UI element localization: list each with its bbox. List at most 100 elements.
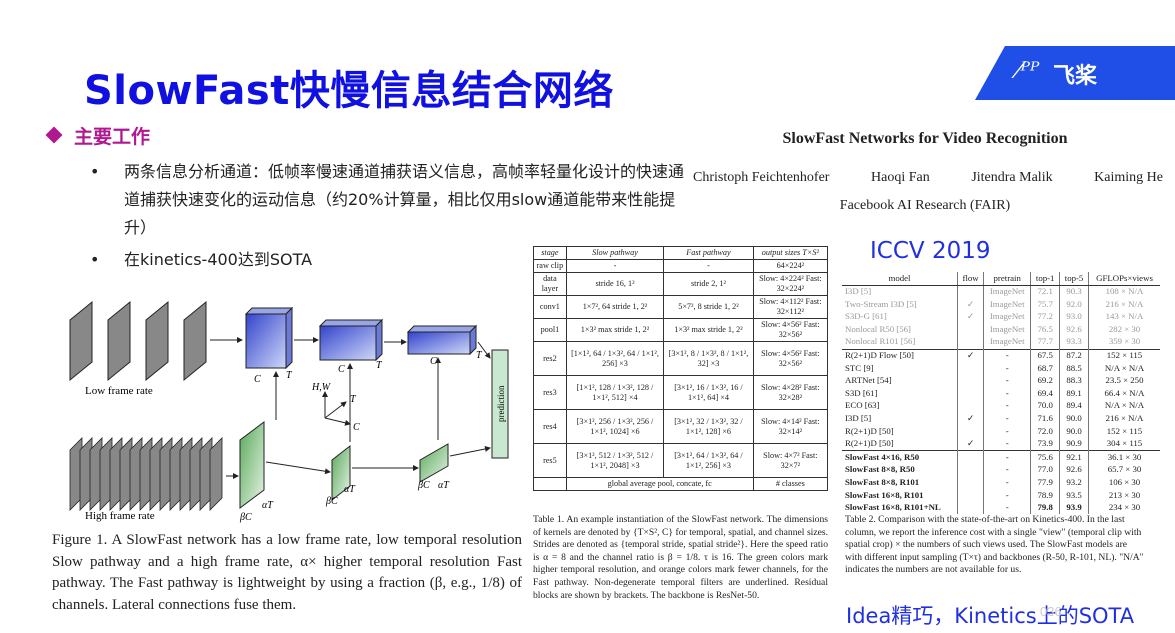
paddle-logo-icon: ⁄ᴾᴾ — [1017, 59, 1040, 84]
table-cell: 90.9 — [1059, 437, 1089, 451]
table2: model flow pretrain top-1 top-5 GFLOPs×v… — [842, 272, 1160, 515]
svg-text:αT: αT — [262, 500, 274, 511]
table-cell: - — [983, 437, 1031, 451]
table-cell — [957, 323, 984, 336]
figure1-caption: Figure 1. A SlowFast network has a low f… — [52, 532, 522, 613]
table1-header: Fast pathway — [663, 246, 754, 260]
diamond-bullet-icon — [45, 126, 63, 144]
table-cell: 79.8 — [1030, 501, 1060, 515]
page-title: SlowFast快慢信息结合网络 — [84, 68, 614, 114]
table-cell — [957, 285, 984, 299]
table-cell: ✓ — [957, 412, 984, 426]
fast-pathway-blocks — [239, 421, 449, 509]
watermark: 036 — [1040, 604, 1062, 619]
table-cell: 71.6 — [1030, 412, 1060, 426]
table-cell: Nonlocal R101 [56] — [845, 336, 916, 347]
table1: stage Slow pathway Fast pathway output s… — [533, 246, 829, 491]
table-cell: 77.9 — [1030, 476, 1060, 490]
table-cell: 69.4 — [1030, 387, 1060, 400]
table-cell: 66.4 × N/A — [1087, 387, 1160, 400]
table-cell: ImageNet — [983, 335, 1031, 350]
svg-text:βC: βC — [325, 496, 338, 507]
table-cell: 89.1 — [1059, 387, 1089, 400]
table-row: res5[3×1², 512 / 1×3², 512 / 1×1², 2048]… — [533, 443, 829, 478]
table-cell: 92.6 — [1059, 463, 1089, 477]
table2-header: flow — [957, 272, 984, 286]
table-cell: 90.0 — [1059, 425, 1089, 438]
venue-label: ICCV 2019 — [870, 238, 991, 264]
table-cell: R(2+1)D [50] — [845, 438, 894, 449]
svg-text:βC: βC — [417, 480, 430, 491]
table-cell: 72.0 — [1030, 425, 1060, 438]
table-cell: 67.5 — [1030, 348, 1060, 363]
prediction-label: prediction — [496, 385, 506, 422]
table2-header: model — [842, 272, 958, 286]
table2-header: pretrain — [983, 272, 1031, 286]
table-cell: 70.0 — [1030, 399, 1060, 413]
table-cell: S3D [61] — [845, 387, 878, 398]
table-row: global average pool, concate, fc# classe… — [533, 477, 829, 491]
table-cell: 216 × N/A — [1087, 412, 1160, 426]
table-cell: 36.1 × 30 — [1087, 450, 1160, 464]
table-cell: - — [983, 399, 1031, 413]
table-cell: 359 × 30 — [1087, 335, 1160, 350]
table-row: raw clip--64×224² — [533, 259, 829, 273]
logo-text: 飞桨 — [1053, 64, 1098, 89]
table-cell: 90.0 — [1059, 412, 1089, 426]
svg-text:T: T — [286, 370, 293, 381]
slowfast-diagram: Low frame rate High frame rate predicti — [69, 300, 509, 523]
table-cell: 73.9 — [1030, 437, 1060, 451]
table-cell: 143 × N/A — [1087, 310, 1160, 324]
table-cell: - — [983, 425, 1031, 438]
table-cell — [957, 399, 984, 413]
table-cell: - — [983, 374, 1031, 388]
svg-text:C: C — [353, 422, 360, 433]
table-cell: - — [983, 463, 1031, 477]
table-cell: 92.6 — [1059, 323, 1089, 336]
table1-header: output sizes T×S² — [752, 246, 829, 260]
table-cell — [957, 501, 984, 515]
author: Kaiming He — [1094, 170, 1163, 185]
paper-affiliation: Facebook AI Research (FAIR) — [839, 198, 1011, 213]
table-cell: STC [9] — [845, 362, 874, 373]
table-cell: 77.2 — [1030, 310, 1060, 324]
table-cell: 152 × 115 — [1087, 425, 1160, 438]
table-cell: 93.0 — [1059, 310, 1089, 324]
table-cell: 304 × 115 — [1087, 437, 1160, 451]
table-cell: - — [983, 412, 1031, 426]
table-cell: ✓ — [957, 298, 984, 311]
table2-header: top-1 — [1030, 272, 1060, 286]
table-cell: SlowFast 16×8, R101 — [845, 489, 924, 500]
table-cell: N/A × N/A — [1087, 362, 1160, 375]
table-row: res2[1×1², 64 / 1×3², 64 / 1×1², 256] ×3… — [533, 341, 829, 376]
high-rate-frames — [69, 437, 223, 511]
table-cell: 93.5 — [1059, 489, 1089, 502]
table-cell: ImageNet — [983, 285, 1031, 299]
table-cell: 68.7 — [1030, 362, 1060, 375]
table1-caption: Table 1. An example instantiation of the… — [533, 514, 828, 601]
table-cell: Nonlocal R50 [56] — [845, 323, 911, 334]
table-cell — [957, 335, 984, 350]
table-cell: - — [983, 362, 1031, 375]
table-cell: 213 × 30 — [1087, 489, 1160, 502]
table-cell — [957, 476, 984, 490]
table-cell: R(2+1)D [50] — [845, 425, 894, 436]
brand-logo: ⁄ᴾᴾ 飞桨 — [975, 46, 1175, 100]
prediction-bar — [491, 349, 509, 459]
table-cell: ARTNet [54] — [845, 375, 892, 386]
table-cell: ImageNet — [983, 298, 1031, 311]
table-cell: N/A × N/A — [1087, 399, 1160, 413]
table-cell — [957, 489, 984, 502]
